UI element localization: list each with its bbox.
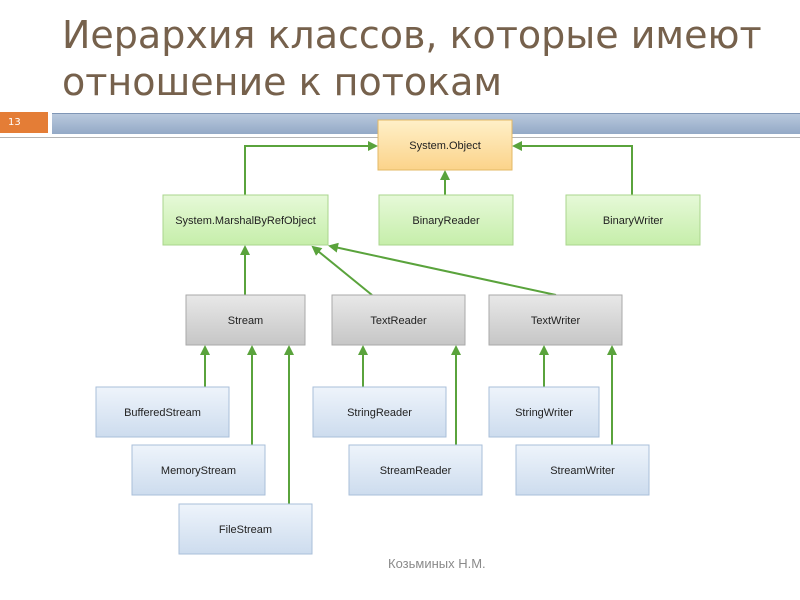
class-box — [95, 386, 230, 438]
class-box — [348, 444, 483, 496]
class-label: System.MarshalByRefObject — [175, 215, 316, 227]
class-node-system-object: System.Object — [377, 119, 513, 171]
class-box — [488, 294, 623, 346]
class-node-text-writer: TextWriter — [488, 294, 623, 346]
class-label: StreamWriter — [550, 465, 615, 477]
class-label: Stream — [228, 315, 263, 327]
inheritance-arrow-marshal-by-ref-object-to-system-object — [244, 141, 378, 195]
class-node-string-writer: StringWriter — [488, 386, 600, 438]
class-node-file-stream: FileStream — [178, 503, 313, 555]
class-box — [131, 444, 266, 496]
class-box — [162, 194, 329, 246]
class-box — [178, 503, 313, 555]
class-node-stream-writer: StreamWriter — [515, 444, 650, 496]
class-node-buffered-stream: BufferedStream — [95, 386, 230, 438]
class-node-stream-reader: StreamReader — [348, 444, 483, 496]
class-box — [378, 194, 514, 246]
class-node-text-reader: TextReader — [331, 294, 466, 346]
class-label: FileStream — [219, 524, 272, 536]
inheritance-arrow-binary-writer-to-system-object — [512, 141, 633, 195]
class-label: MemoryStream — [161, 465, 236, 477]
class-node-binary-writer: BinaryWriter — [565, 194, 701, 246]
class-node-stream: Stream — [185, 294, 306, 346]
author-footer: Козьминых Н.М. — [388, 556, 486, 571]
class-label: System.Object — [409, 140, 481, 152]
class-box — [515, 444, 650, 496]
class-label: StringWriter — [515, 407, 573, 419]
class-label: TextReader — [370, 315, 427, 327]
class-box — [331, 294, 466, 346]
class-node-string-reader: StringReader — [312, 386, 447, 438]
class-box — [377, 119, 513, 171]
class-label: StringReader — [347, 407, 412, 419]
class-label: BufferedStream — [124, 407, 201, 419]
inheritance-arrow-text-writer-to-marshal-by-ref-object — [328, 242, 557, 296]
slide-number-tab: 13 — [0, 112, 48, 133]
class-box — [488, 386, 600, 438]
slide-title: Иерархия классов, которые имеют отношени… — [62, 13, 762, 104]
class-node-memory-stream: MemoryStream — [131, 444, 266, 496]
class-box — [565, 194, 701, 246]
class-box — [185, 294, 306, 346]
class-label: BinaryWriter — [603, 215, 664, 227]
class-label: StreamReader — [380, 465, 452, 477]
class-box — [312, 386, 447, 438]
class-label: TextWriter — [531, 315, 581, 327]
class-label: BinaryReader — [412, 215, 480, 227]
inheritance-arrow-text-reader-to-marshal-by-ref-object — [311, 245, 373, 296]
class-node-binary-reader: BinaryReader — [378, 194, 514, 246]
class-node-marshal-by-ref-object: System.MarshalByRefObject — [162, 194, 329, 246]
